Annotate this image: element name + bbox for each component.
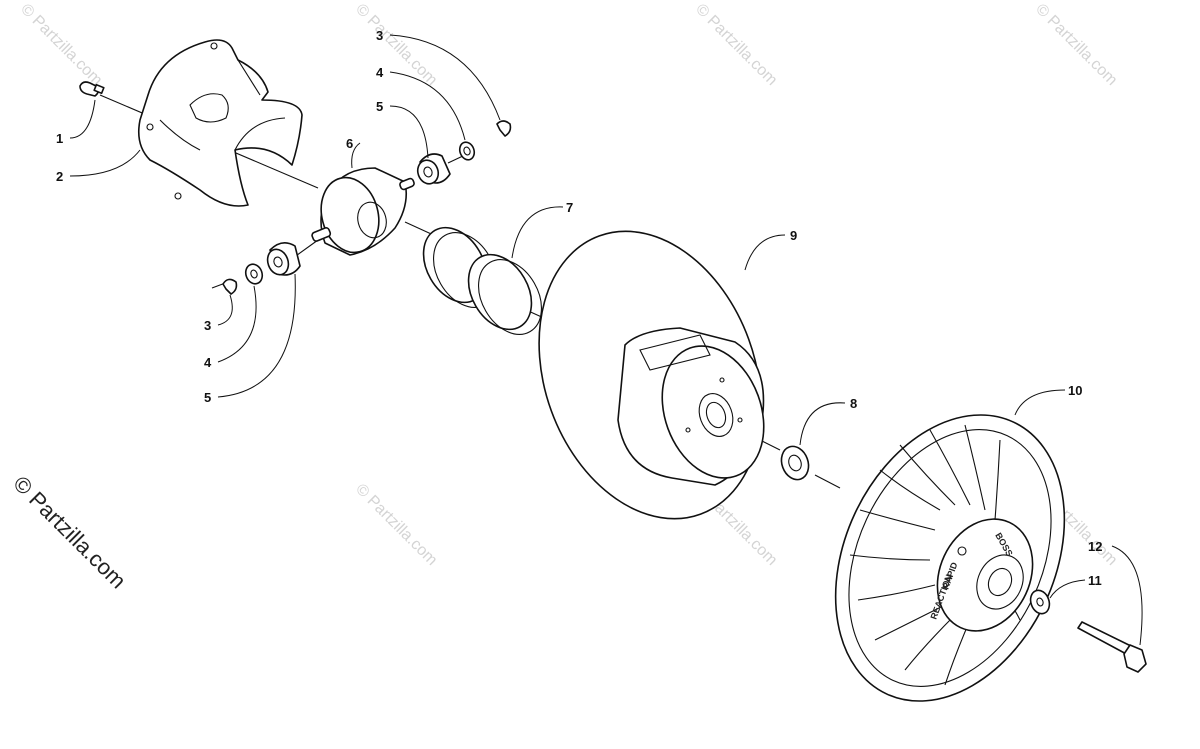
callout-3-lower: 3 — [204, 318, 211, 333]
part-4-washer-lower — [244, 263, 264, 285]
callout-12: 12 — [1088, 539, 1102, 554]
part-3-clip-lower — [222, 278, 238, 295]
part-9-movable-sheave — [538, 230, 765, 520]
leader-lines — [69, 34, 1143, 646]
callout-6: 6 — [346, 136, 353, 151]
callout-10: 10 — [1068, 383, 1082, 398]
part-8-washer — [780, 445, 810, 481]
watermark: © Partzilla.com — [17, 1, 105, 89]
part-1-screw — [79, 81, 105, 97]
callout-1: 1 — [56, 131, 63, 146]
callout-7: 7 — [566, 200, 573, 215]
part-4-washer-upper — [458, 141, 476, 161]
part-6-spider-hub — [311, 167, 415, 256]
part-10-fixed-sheave: RAPID REACTION BOSS — [834, 414, 1066, 702]
callout-3-upper: 3 — [376, 28, 383, 43]
part-5-roller-upper — [416, 153, 451, 185]
callout-4-lower: 4 — [204, 355, 212, 370]
callout-8: 8 — [850, 396, 857, 411]
callout-9: 9 — [790, 228, 797, 243]
part-11-washer — [1029, 589, 1051, 615]
part-7-spring — [422, 226, 542, 335]
part-12-bolt — [1077, 621, 1147, 673]
watermark: © Partzilla.com — [692, 1, 780, 89]
callout-5-lower: 5 — [204, 390, 211, 405]
watermark: © Partzilla.com — [352, 1, 440, 89]
callout-labels: 1 2 3 4 5 6 3 4 5 7 9 8 10 11 12 — [56, 28, 1102, 588]
callout-2: 2 — [56, 169, 63, 184]
callout-5-upper: 5 — [376, 99, 383, 114]
part-5-roller-lower — [266, 242, 301, 276]
cooling-fins — [849, 424, 1021, 686]
part-3-clip-upper — [496, 120, 512, 137]
part-2-cam-housing — [137, 39, 303, 207]
callout-4-upper: 4 — [376, 65, 384, 80]
watermark: © Partzilla.com — [352, 481, 440, 569]
watermark: © Partzilla.com — [1032, 1, 1120, 89]
callout-11: 11 — [1088, 573, 1102, 588]
watermark-large: © Partzilla.com — [8, 471, 131, 594]
